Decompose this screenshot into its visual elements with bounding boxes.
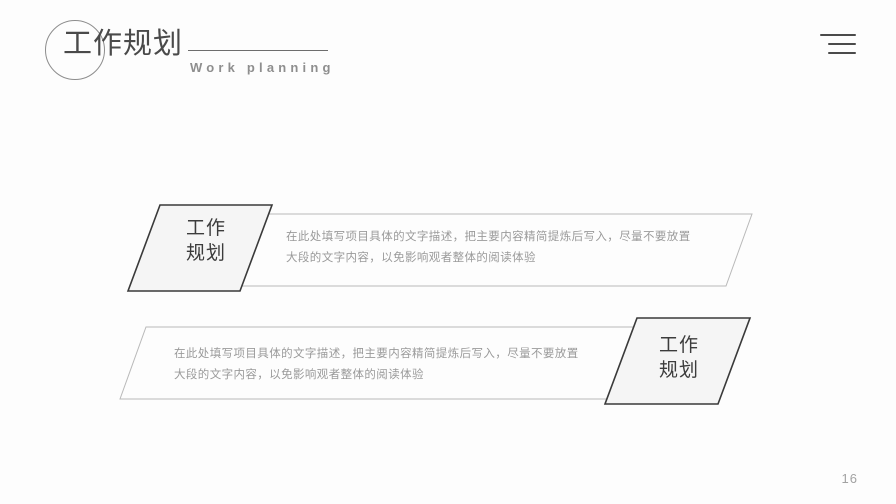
page-subtitle: Work planning	[190, 60, 335, 75]
menu-bar-top	[820, 34, 856, 36]
hamburger-menu-icon[interactable]	[820, 32, 856, 58]
menu-bar-bottom	[828, 52, 856, 54]
content-band-1: 工作 规划 在此处填写项目具体的文字描述，把主要内容精简提炼后写入，尽量不要放置…	[0, 198, 896, 298]
title-divider	[188, 50, 328, 51]
content-band-2: 在此处填写项目具体的文字描述，把主要内容精简提炼后写入，尽量不要放置大段的文字内…	[0, 313, 896, 413]
menu-bar-middle	[828, 43, 856, 45]
band-1-body-text: 在此处填写项目具体的文字描述，把主要内容精简提炼后写入，尽量不要放置大段的文字内…	[286, 229, 691, 264]
page-number: 16	[841, 471, 858, 486]
slide-header: 工作规划 Work planning	[0, 0, 896, 110]
band-2-body-text: 在此处填写项目具体的文字描述，把主要内容精简提炼后写入，尽量不要放置大段的文字内…	[174, 346, 579, 381]
band-1-tag-label: 工作 规划	[185, 218, 226, 264]
band-2-tag-label: 工作 规划	[658, 335, 699, 381]
decorative-circle-icon	[45, 20, 105, 80]
page-title: 工作规划	[63, 28, 184, 60]
